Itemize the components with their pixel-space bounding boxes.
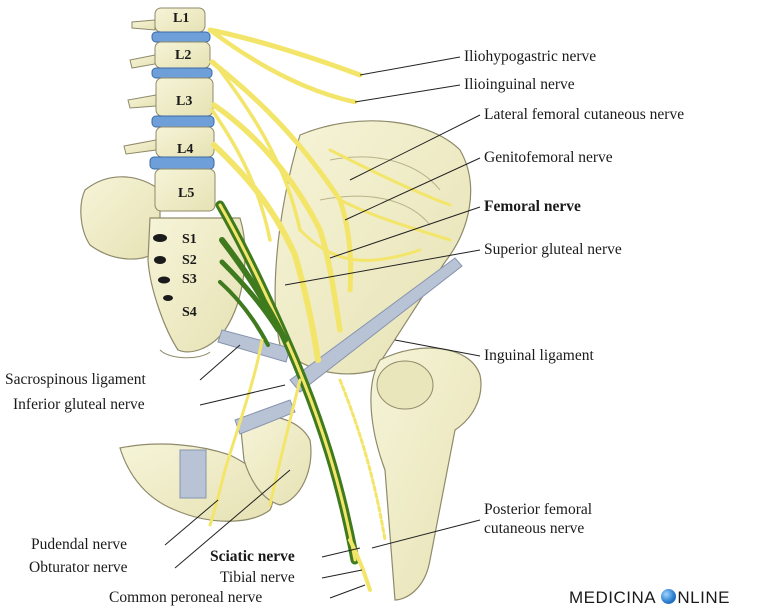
femur <box>370 347 482 601</box>
watermark-logo: MEDICINA NLINE <box>569 588 730 607</box>
label-tibial-nerve: Tibial nerve <box>220 569 295 586</box>
label-inferior-gluteal-nerve: Inferior gluteal nerve <box>13 396 145 413</box>
ischium <box>239 415 312 506</box>
label-sciatic-nerve: Sciatic nerve <box>210 548 295 565</box>
label-common-peroneal-nerve: Common peroneal nerve <box>109 589 263 606</box>
label-ilioinguinal-nerve: Ilioinguinal nerve <box>464 76 575 93</box>
lumbar-plexus-nerves <box>207 27 452 363</box>
globe-icon <box>661 589 677 604</box>
vertebra-label-l3: L3 <box>176 94 193 109</box>
label-pudendal-nerve: Pudendal nerve <box>31 536 127 553</box>
sacral-plexus-nerves <box>208 200 387 592</box>
label-genitofemoral-nerve: Genitofemoral nerve <box>484 149 613 166</box>
label-posterior-femoral-line2: cutaneous nerve <box>484 520 585 537</box>
label-obturator-nerve: Obturator nerve <box>29 559 128 576</box>
label-superior-gluteal-nerve: Superior gluteal nerve <box>484 241 622 258</box>
vertebra-label-l1: L1 <box>173 11 190 26</box>
vertebra-label-l4: L4 <box>177 142 194 157</box>
left-ilium <box>80 176 161 260</box>
vertebra-label-l5: L5 <box>178 186 195 201</box>
pubic-symphysis-band <box>179 449 207 499</box>
label-iliohypogastric-nerve: Iliohypogastric nerve <box>464 48 597 65</box>
lumbar-spine <box>123 7 216 212</box>
label-posterior-femoral-line1: Posterior femoral <box>484 501 593 518</box>
label-inguinal-ligament: Inguinal ligament <box>484 347 594 364</box>
vertebra-label-s2: S2 <box>182 253 197 268</box>
leader-lines <box>164 56 481 599</box>
vertebra-label-s3: S3 <box>182 272 197 287</box>
label-sacrospinous-ligament: Sacrospinous ligament <box>5 371 146 388</box>
vertebra-label-s1: S1 <box>182 232 197 247</box>
label-femoral-nerve: Femoral nerve <box>484 198 581 215</box>
vertebra-label-s4: S4 <box>182 305 197 320</box>
label-lateral-femoral-cutaneous-nerve: Lateral femoral cutaneous nerve <box>484 106 685 123</box>
vertebra-label-l2: L2 <box>175 48 192 63</box>
